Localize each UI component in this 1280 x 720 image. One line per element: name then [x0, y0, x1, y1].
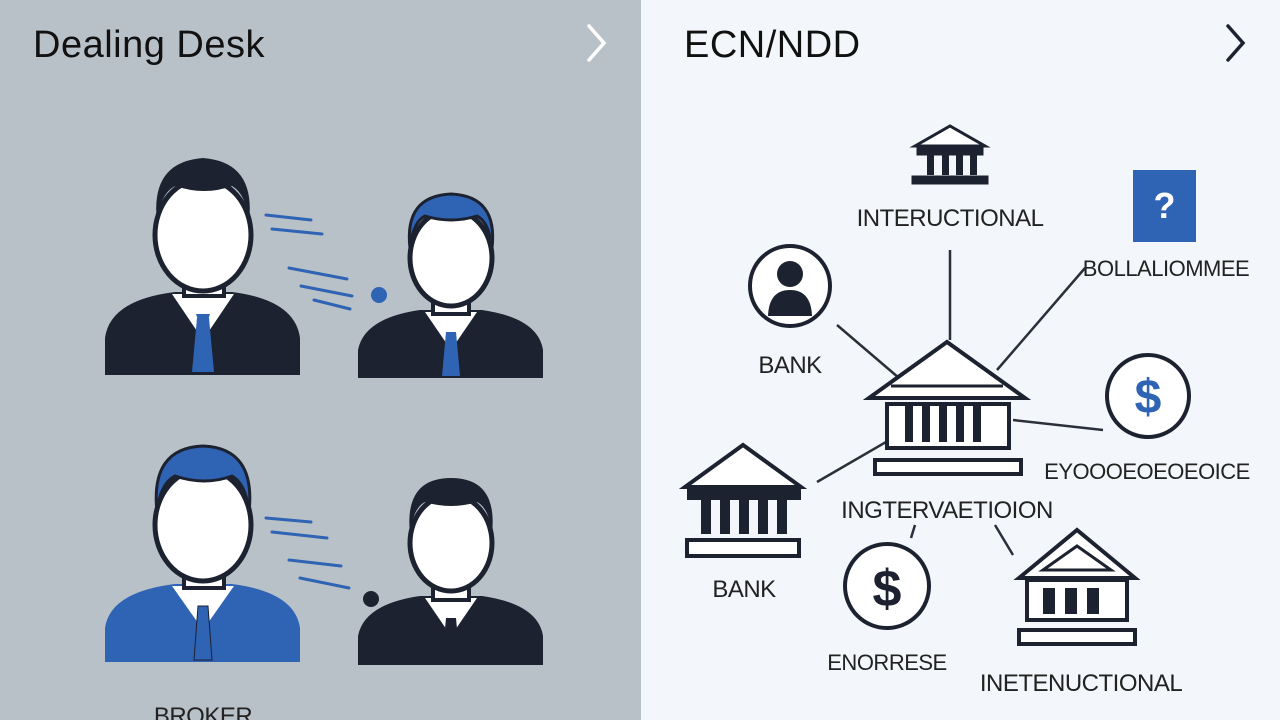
broker-label: BROKER: [153, 703, 253, 720]
coin-label: ENORRESE: [827, 650, 947, 675]
signal-dot-top: [371, 287, 387, 303]
chevron-right-icon[interactable]: [584, 22, 612, 64]
central-bank-icon: [862, 339, 1032, 476]
ecn-network-diagram: $ $: [678, 124, 1191, 646]
signal-dot-bottom: [363, 591, 379, 607]
institution-icon-bottom: [1013, 527, 1141, 646]
central-label: INGTERVAETIOION: [841, 497, 1053, 524]
dealing-desk-title: Dealing Desk: [33, 24, 265, 66]
dollar-circle-icon: $: [1105, 353, 1191, 439]
coin-icon: $: [843, 542, 931, 630]
broker-person-top-icon: [105, 158, 300, 375]
dealing-desk-illustration: [105, 158, 543, 665]
ecn-ndd-panel: ECN/NDD: [641, 0, 1280, 720]
communication-lines-bottom: [264, 516, 351, 590]
communication-lines-top: [264, 213, 354, 311]
ecn-ndd-title: ECN/NDD: [684, 24, 861, 66]
broker-person-bottom-icon: [105, 444, 300, 662]
institution-label-top: INTERUCTIONAL: [856, 205, 1044, 232]
svg-text:$: $: [1135, 371, 1162, 424]
network-connectors: [816, 250, 1104, 556]
chevron-right-icon[interactable]: [1223, 22, 1251, 64]
person-circle-icon: [748, 244, 832, 328]
client-person-top-icon: [358, 192, 543, 378]
institution-label-bottom: INETENUCTIONAL: [979, 670, 1183, 697]
client-person-bottom-icon: [358, 478, 543, 665]
svg-text:$: $: [873, 560, 902, 618]
institution-icon-top: [909, 124, 991, 185]
dollar-label: EYOOOEOEOEOICE: [1044, 459, 1250, 484]
bank-label-bottom: BANK: [712, 576, 776, 603]
question-box-icon: ?: [1133, 170, 1196, 242]
question-label: BOLLALIOMMEE: [1082, 256, 1250, 281]
bank-icon-left: [678, 442, 808, 558]
dealing-desk-panel: Dealing Desk: [0, 0, 641, 720]
bank-label-left: BANK: [758, 352, 822, 379]
